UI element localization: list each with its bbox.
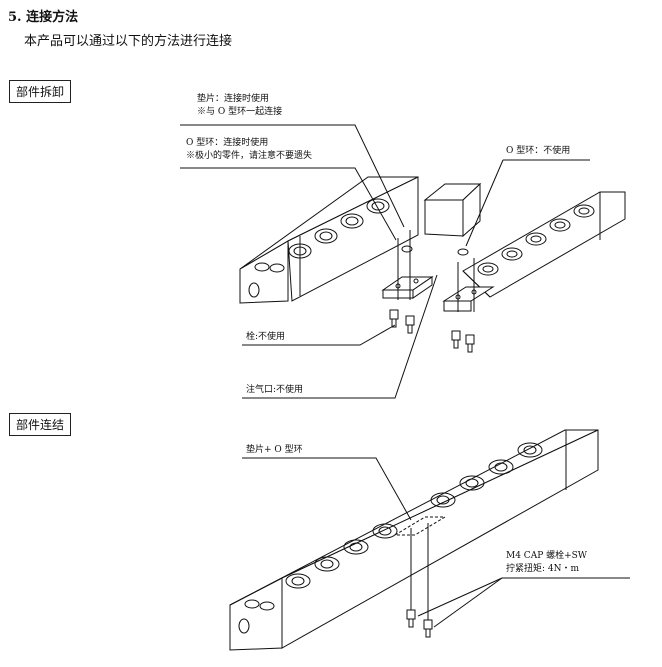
callout-inlet-unused: 注气口:不使用 — [246, 385, 304, 395]
callout-oring: O 型环：连接时使用 ※极小的零件，请注意不要遗失 — [186, 138, 313, 161]
section-number: 5. — [8, 10, 22, 25]
left-gasket-plate — [381, 230, 434, 300]
callout-gasket: 垫片：连接时使用 ※与 O 型环一起连接 — [197, 94, 283, 117]
callout-gasket-oring: 垫片+ O 型环 — [246, 445, 303, 455]
connected-assembly — [229, 429, 599, 651]
right-gasket-plate — [442, 248, 495, 312]
panel-label-disassembly: 部件拆卸 — [9, 80, 72, 103]
right-manifold-block — [423, 182, 626, 298]
callout-oring-unused: O 型环：不使用 — [506, 146, 571, 156]
left-bolts — [389, 309, 415, 334]
right-bolts — [451, 330, 475, 353]
section-subtitle: 本产品可以通过以下的方法进行连接 — [24, 34, 233, 49]
callout-cap-bolt: M4 CAP 螺栓+SW 拧紧扭矩: 4N・m — [506, 551, 588, 574]
leader-lines — [180, 124, 630, 628]
section-title: 连接方法 — [26, 10, 79, 25]
callout-bolt-unused: 栓:不使用 — [246, 332, 286, 342]
panel-label-connection: 部件连结 — [9, 413, 72, 436]
left-block-ports — [288, 198, 390, 259]
left-manifold-block — [239, 176, 419, 304]
section-heading: 5. 连接方法 — [8, 6, 78, 25]
